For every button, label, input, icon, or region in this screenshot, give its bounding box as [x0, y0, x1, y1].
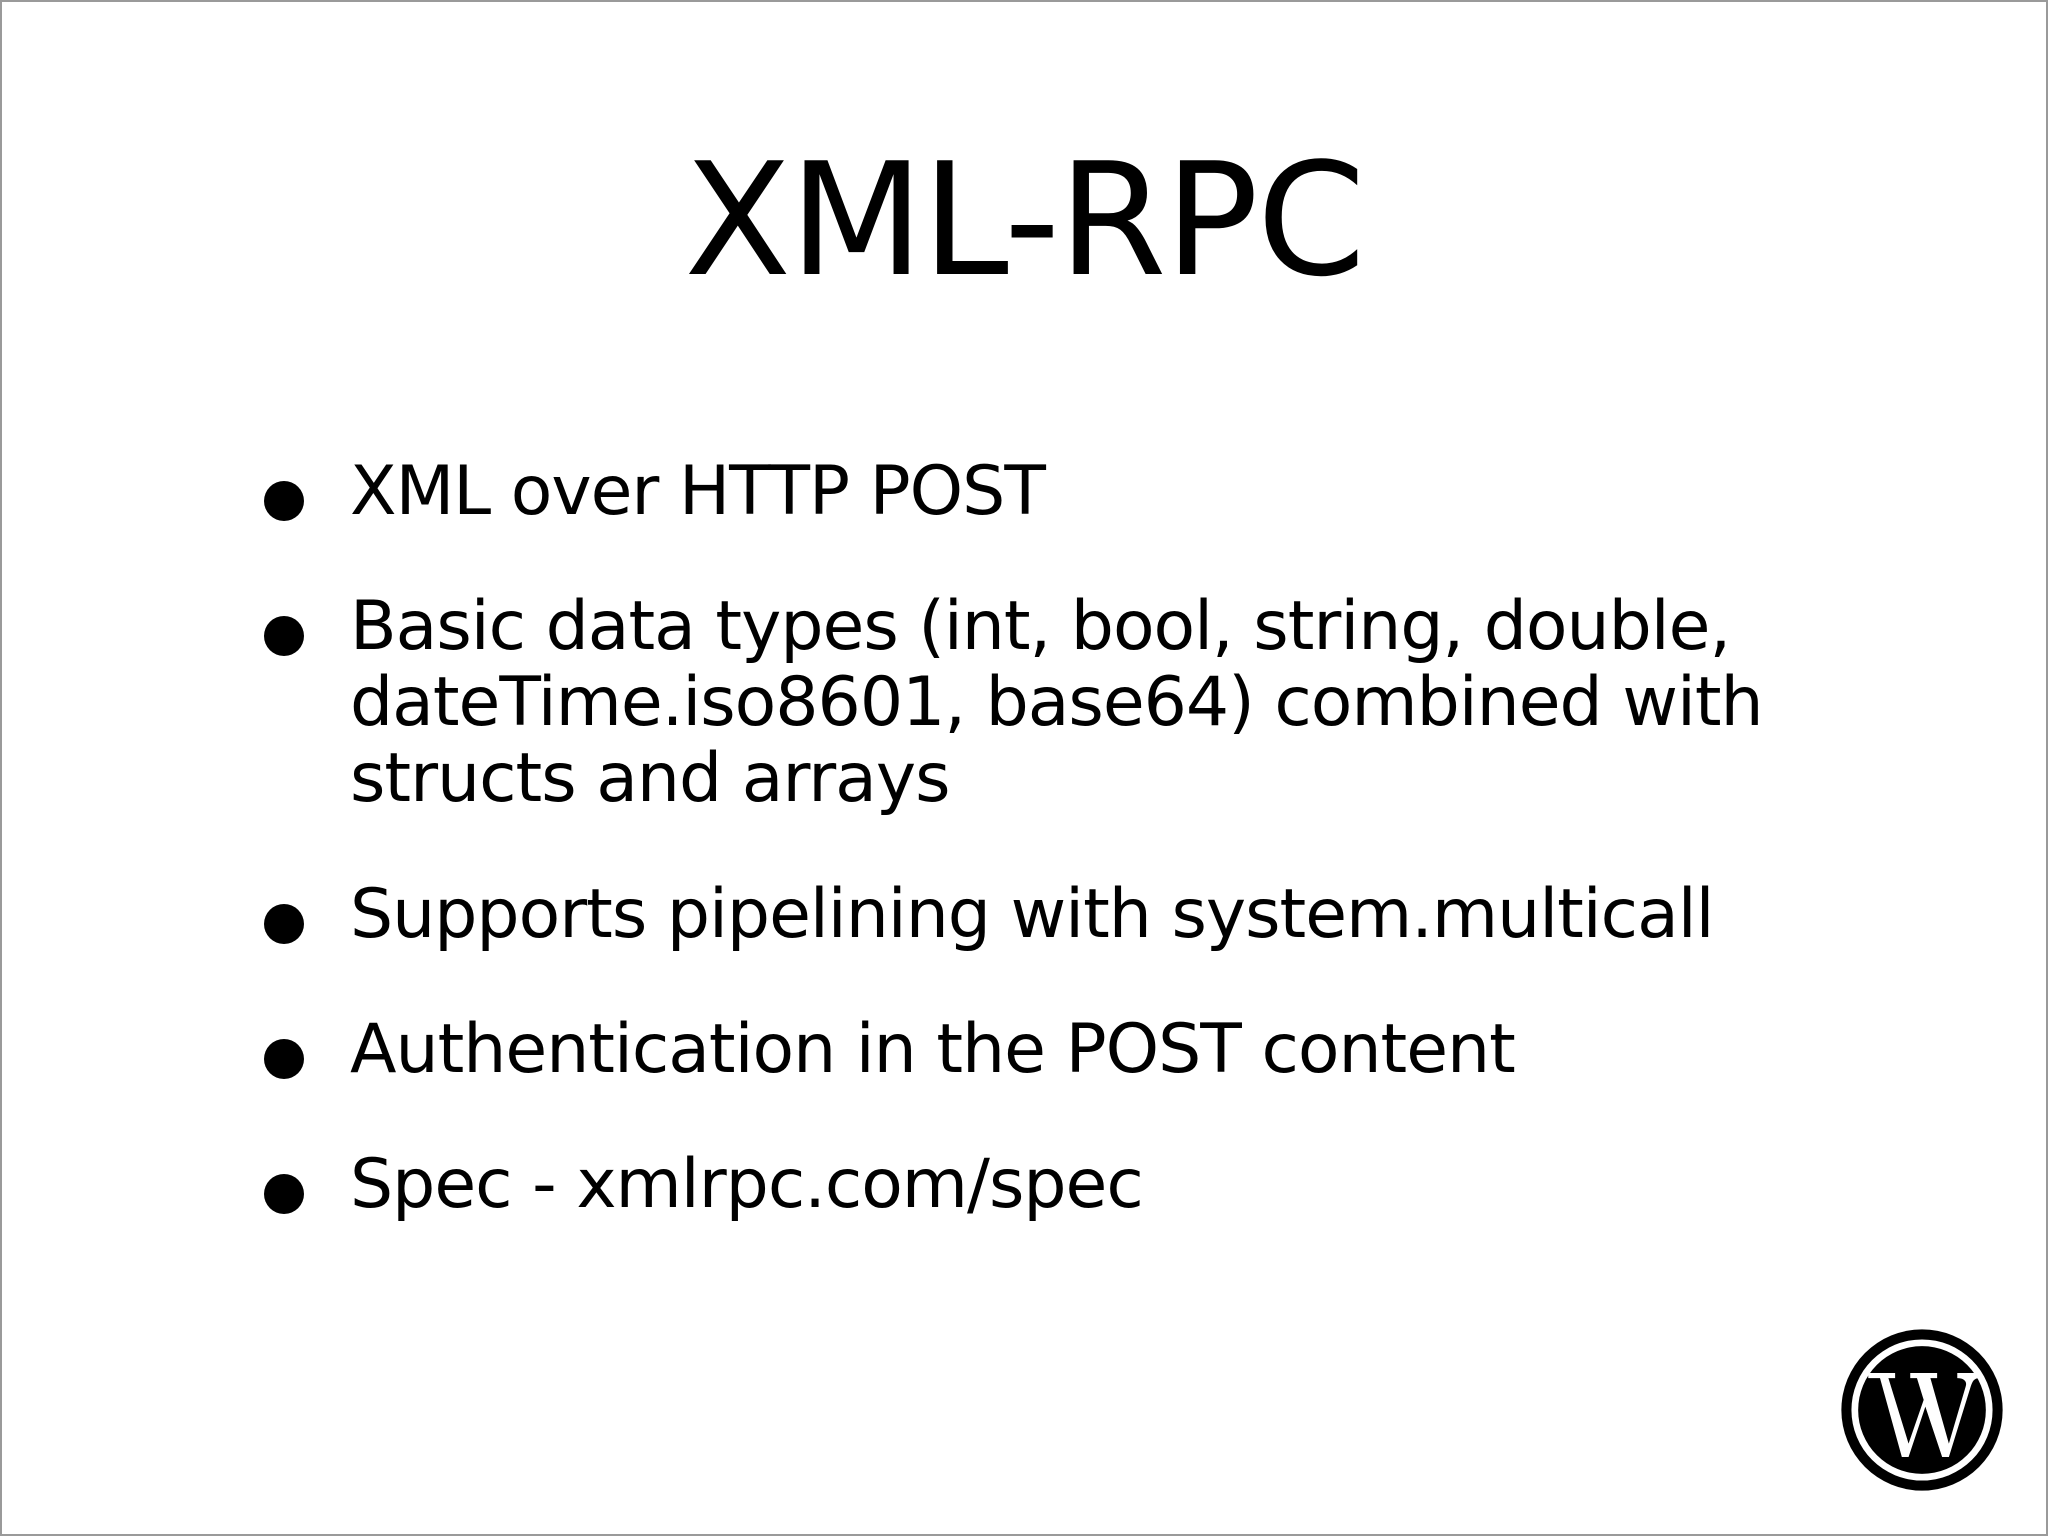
bullet-icon — [264, 481, 304, 521]
bullet-icon — [264, 903, 304, 944]
bullet-text: Authentication in the POST content — [350, 1009, 1516, 1089]
bullet-text: Supports pipelining with system.multical… — [350, 874, 1715, 954]
list-item: Authentication in the POST content — [264, 1009, 1844, 1089]
list-item: Basic data types (int, bool, string, dou… — [264, 587, 1844, 819]
bullet-text: Spec - xmlrpc.com/spec — [350, 1144, 1144, 1224]
bullet-text: Basic data types (int, bool, string, dou… — [350, 587, 1764, 819]
list-item: XML over HTTP POST — [264, 452, 1844, 531]
bullet-text: XML over HTTP POST — [350, 452, 1046, 531]
wordpress-logo-icon — [1841, 1329, 2003, 1491]
bullet-icon — [264, 616, 304, 657]
bullet-list: XML over HTTP POST Basic data types (int… — [264, 452, 1844, 1282]
list-item: Supports pipelining with system.multical… — [264, 874, 1844, 954]
bullet-icon — [264, 1038, 304, 1079]
bullet-icon — [264, 1173, 304, 1214]
list-item: Spec - xmlrpc.com/spec — [264, 1144, 1844, 1224]
slide-title: XML-RPC — [684, 129, 1365, 311]
